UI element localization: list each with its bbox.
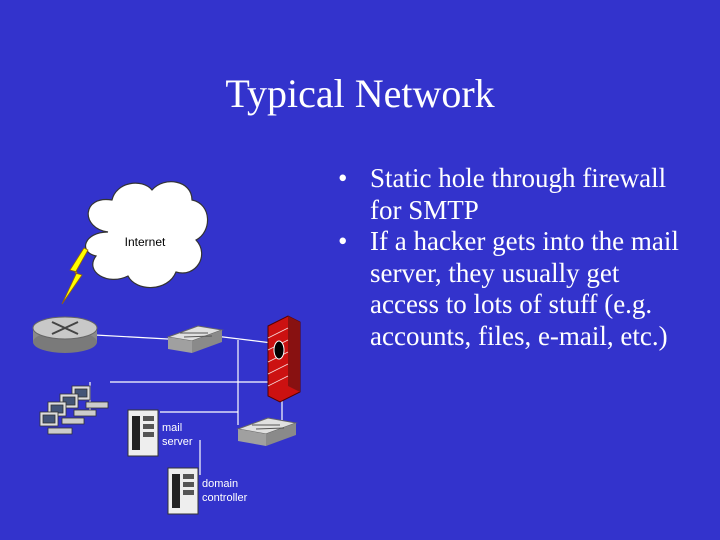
bullet-text: If a hacker gets into the mail server, t… [370,226,679,351]
internet-cloud: Internet [84,181,209,289]
bullet-marker: • [338,226,348,256]
switch-icon [166,325,224,353]
bullet-item: • If a hacker gets into the mail server,… [338,226,688,352]
domain-controller-icon [167,467,199,515]
internet-label: Internet [125,235,166,249]
mail-server-label: mail server [162,422,193,448]
firewall-icon [267,315,301,403]
bullet-text: Static hole through firewall for SMTP [370,163,667,225]
workstations-icon [39,385,109,435]
switch-icon [236,417,298,446]
mail-server-icon [127,409,159,457]
lightning-icon [61,247,89,305]
domain-controller-label: domain controller [202,478,248,504]
network-links [89,334,283,475]
slide-title: Typical Network [225,71,495,116]
router-icon [32,316,98,353]
bullet-list: • Static hole through firewall for SMTP … [338,163,688,352]
bullet-marker: • [338,163,348,193]
bullet-item: • Static hole through firewall for SMTP [338,163,688,226]
